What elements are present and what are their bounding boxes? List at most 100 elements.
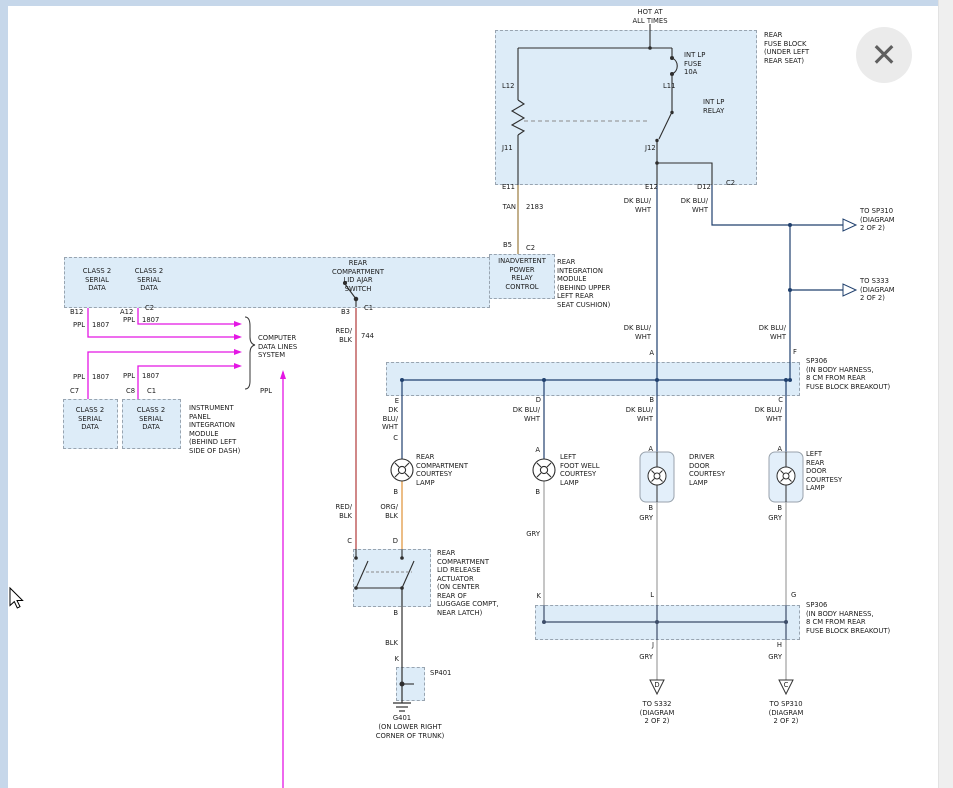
pin-b-lamp2: B — [535, 488, 540, 496]
g401-label: G401 — [392, 714, 412, 722]
wire-color-redblk-2: RED/ BLK — [335, 503, 352, 520]
int-lp-fuse-label: INT LP FUSE 10A — [684, 51, 706, 77]
pin-b-lamp3: B — [648, 504, 653, 512]
rear-compartment-courtesy-lamp-label: REAR COMPARTMENT COURTESY LAMP — [416, 453, 469, 487]
pin-c-actuator: C — [347, 537, 352, 545]
relay-switch-arm — [658, 113, 672, 140]
instrument-panel-module-label: INSTRUMENT PANEL INTEGRATION MODULE (BEH… — [189, 404, 241, 455]
wire-color-dkblu-5: DK BLU/ WHT — [382, 406, 398, 432]
inadvertent-power-relay-control-label: INADVERTENT POWER RELAY CONTROL — [498, 257, 546, 291]
close-button[interactable]: ✕ — [856, 27, 912, 83]
pin-k-sp306b: K — [536, 592, 541, 600]
actuator-junction-dots — [354, 556, 404, 590]
to-sp310-bottom-label: TO SP310 (DIAGRAM 2 OF 2) — [768, 700, 804, 726]
pin-a-lamp2: A — [535, 446, 540, 454]
pin-c7: C7 — [70, 387, 80, 395]
to-s332-label: TO S332 (DIAGRAM 2 OF 2) — [639, 700, 675, 726]
ppl-wires — [87, 308, 284, 788]
class2-serial-data-box-1 — [63, 399, 118, 449]
wire-color-dkblu-7: DK BLU/ WHT — [625, 406, 653, 423]
lid-ajar-switch-symbol — [342, 280, 359, 307]
circuit-1807-4: 1807 — [142, 372, 160, 380]
pin-b-lamp4: B — [777, 504, 782, 512]
class2-serial-data-label-4: CLASS 2 SERIAL DATA — [136, 406, 166, 432]
pin-j12: J12 — [645, 144, 656, 152]
connector-c2-fuse-block: C2 — [726, 179, 736, 187]
pin-a-lamp4: A — [777, 445, 782, 453]
circuit-1807-2: 1807 — [142, 316, 160, 324]
inadvertent-power-relay-control-box — [489, 254, 555, 299]
offpage-triangle-sp310-top — [842, 218, 858, 232]
left-foot-well-lamp-symbol — [532, 458, 556, 482]
pin-a12: A12 — [120, 308, 134, 316]
class2-serial-data-box-2 — [122, 399, 181, 449]
pin-l12: L12 — [502, 82, 515, 90]
wire-color-dkblu-6: DK BLU/ WHT — [512, 406, 540, 423]
sp306-2-junction-dots — [542, 620, 788, 624]
connector-c2-rim-left: C2 — [145, 304, 155, 312]
pin-b-sp306: B — [649, 396, 654, 404]
pin-c-sp306: C — [778, 396, 783, 404]
class2-serial-data-label-3: CLASS 2 SERIAL DATA — [75, 406, 105, 432]
wire-color-ppl-4: PPL — [123, 372, 135, 380]
sp306-1-label: SP306 (IN BODY HARNESS, 8 CM FROM REAR F… — [806, 357, 891, 391]
to-sp310-top-label: TO SP310 (DIAGRAM 2 OF 2) — [860, 207, 895, 233]
wire-color-redblk-1: RED/ BLK — [335, 327, 352, 344]
dk-blu-wht-wires — [401, 185, 843, 459]
driver-door-lamp-symbol — [647, 452, 667, 502]
wire-color-ppl-2: PPL — [123, 316, 135, 324]
left-rear-door-courtesy-lamp-label: LEFT REAR DOOR COURTESY LAMP — [806, 450, 843, 493]
wire-color-dkblu-4: DK BLU/ WHT — [758, 324, 786, 341]
pin-f-sp306: F — [793, 348, 797, 356]
pin-b5: B5 — [503, 241, 512, 249]
pin-b-actuator: B — [393, 609, 398, 617]
wire-color-gry-2: GRY — [639, 514, 653, 522]
rear-fuse-block-label: REAR FUSE BLOCK (UNDER LEFT REAR SEAT) — [764, 31, 810, 65]
fuse-block-junction-dots — [648, 46, 674, 165]
pin-e-sp306: E — [394, 397, 399, 405]
to-s333-label: TO S333 (DIAGRAM 2 OF 2) — [860, 277, 895, 303]
int-lp-relay-label: INT LP RELAY — [703, 98, 725, 115]
pin-k-sp401: K — [394, 655, 399, 663]
connector-c1-switch: C1 — [364, 304, 374, 312]
wire-color-gry-5: GRY — [768, 653, 782, 661]
pin-b3: B3 — [341, 308, 350, 316]
pin-c-lamp1: C — [393, 434, 398, 442]
close-icon: ✕ — [870, 36, 898, 74]
pin-e11: E11 — [502, 183, 515, 191]
pin-b12: B12 — [70, 308, 84, 316]
lid-release-actuator-box — [353, 549, 431, 607]
wire-color-ppl-3: PPL — [73, 373, 85, 381]
circuit-744: 744 — [361, 332, 374, 340]
pin-a-sp306: A — [649, 349, 654, 357]
left-foot-well-courtesy-lamp-label: LEFT FOOT WELL COURTESY LAMP — [560, 453, 600, 487]
g401-location-label: (ON LOWER RIGHT CORNER OF TRUNK) — [375, 723, 445, 740]
dk-blu-wht-junction-dots — [400, 223, 792, 382]
gry-wires — [543, 481, 787, 680]
connector-c-triangle-label: C — [783, 681, 789, 689]
pin-g-sp306b: G — [791, 591, 797, 599]
scrollbar-track[interactable] — [938, 0, 953, 788]
pin-c8: C8 — [126, 387, 136, 395]
wire-color-gry-3: GRY — [768, 514, 782, 522]
offpage-triangle-s332 — [649, 679, 665, 696]
left-rear-door-lamp-symbol — [776, 452, 796, 502]
wire-color-dkblu-3: DK BLU/ WHT — [623, 324, 651, 341]
circuit-1807-3: 1807 — [92, 373, 110, 381]
rear-fuse-block-box — [495, 30, 757, 185]
wire-color-dkblu-1: DK BLU/ WHT — [623, 197, 651, 214]
hot-at-all-times-label: HOT AT ALL TIMES — [632, 8, 668, 25]
pin-h-sp306b: H — [776, 641, 782, 649]
rear-integration-module-box — [64, 257, 490, 308]
sp306-2-label: SP306 (IN BODY HARNESS, 8 CM FROM REAR F… — [806, 601, 891, 635]
sp401-label: SP401 — [430, 669, 452, 677]
computer-data-lines-label: COMPUTER DATA LINES SYSTEM — [258, 334, 298, 360]
wire-color-gry-4: GRY — [639, 653, 653, 661]
ppl-arrowheads — [234, 321, 286, 379]
pin-l-sp306b: L — [650, 591, 654, 599]
pin-d-sp306: D — [535, 396, 541, 404]
pin-b-lamp1: B — [393, 488, 398, 496]
pin-j-sp306b: J — [651, 641, 654, 649]
